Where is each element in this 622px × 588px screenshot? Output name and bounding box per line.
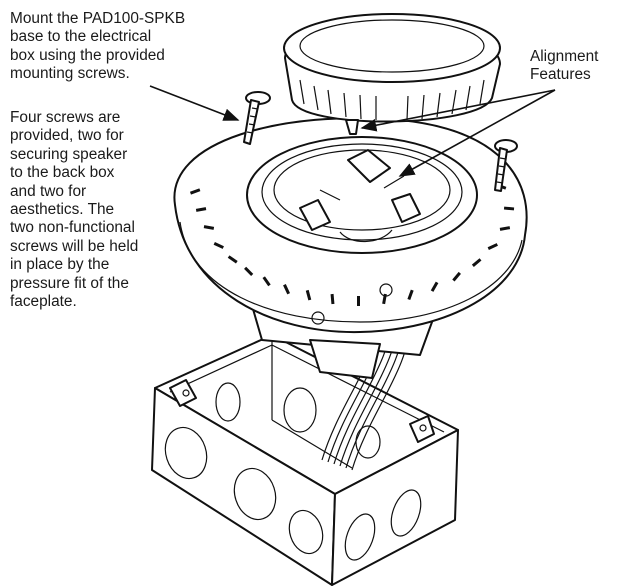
speaker-base [173,117,528,379]
mounting-screw-left [243,91,271,145]
alignment-features-label: Alignment Features [530,48,599,84]
mount-instruction-text: Mount the PAD100-SPKB base to the electr… [10,10,186,83]
mount-arrow [149,85,240,121]
screws-instruction-text: Four screws are provided, two for securi… [10,109,139,311]
detector-head [283,13,501,135]
alignment-arrow-head [360,89,556,132]
alignment-arrow-base [398,89,556,177]
mounting-screw-right [494,139,518,192]
leader-arrows [149,85,556,177]
electrical-back-box [151,334,459,586]
